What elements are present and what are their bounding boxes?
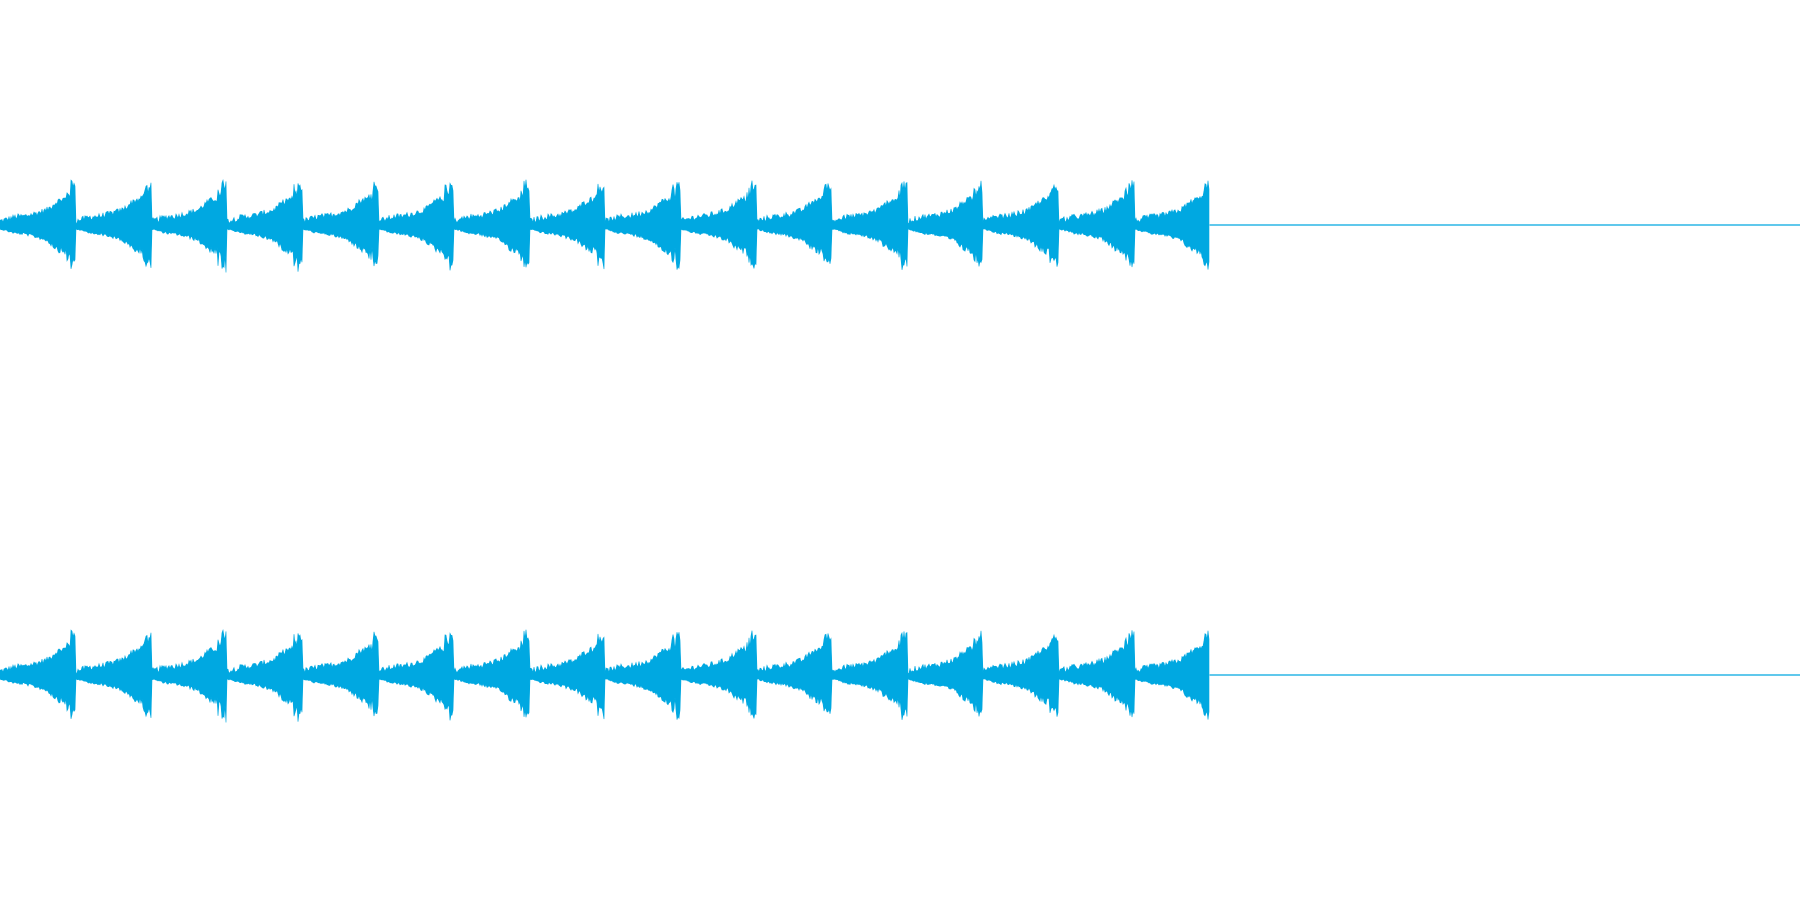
channel-left xyxy=(0,179,1800,273)
waveform-left-signal xyxy=(0,179,1210,273)
waveform-right-signal xyxy=(0,629,1210,723)
channel-right xyxy=(0,629,1800,723)
